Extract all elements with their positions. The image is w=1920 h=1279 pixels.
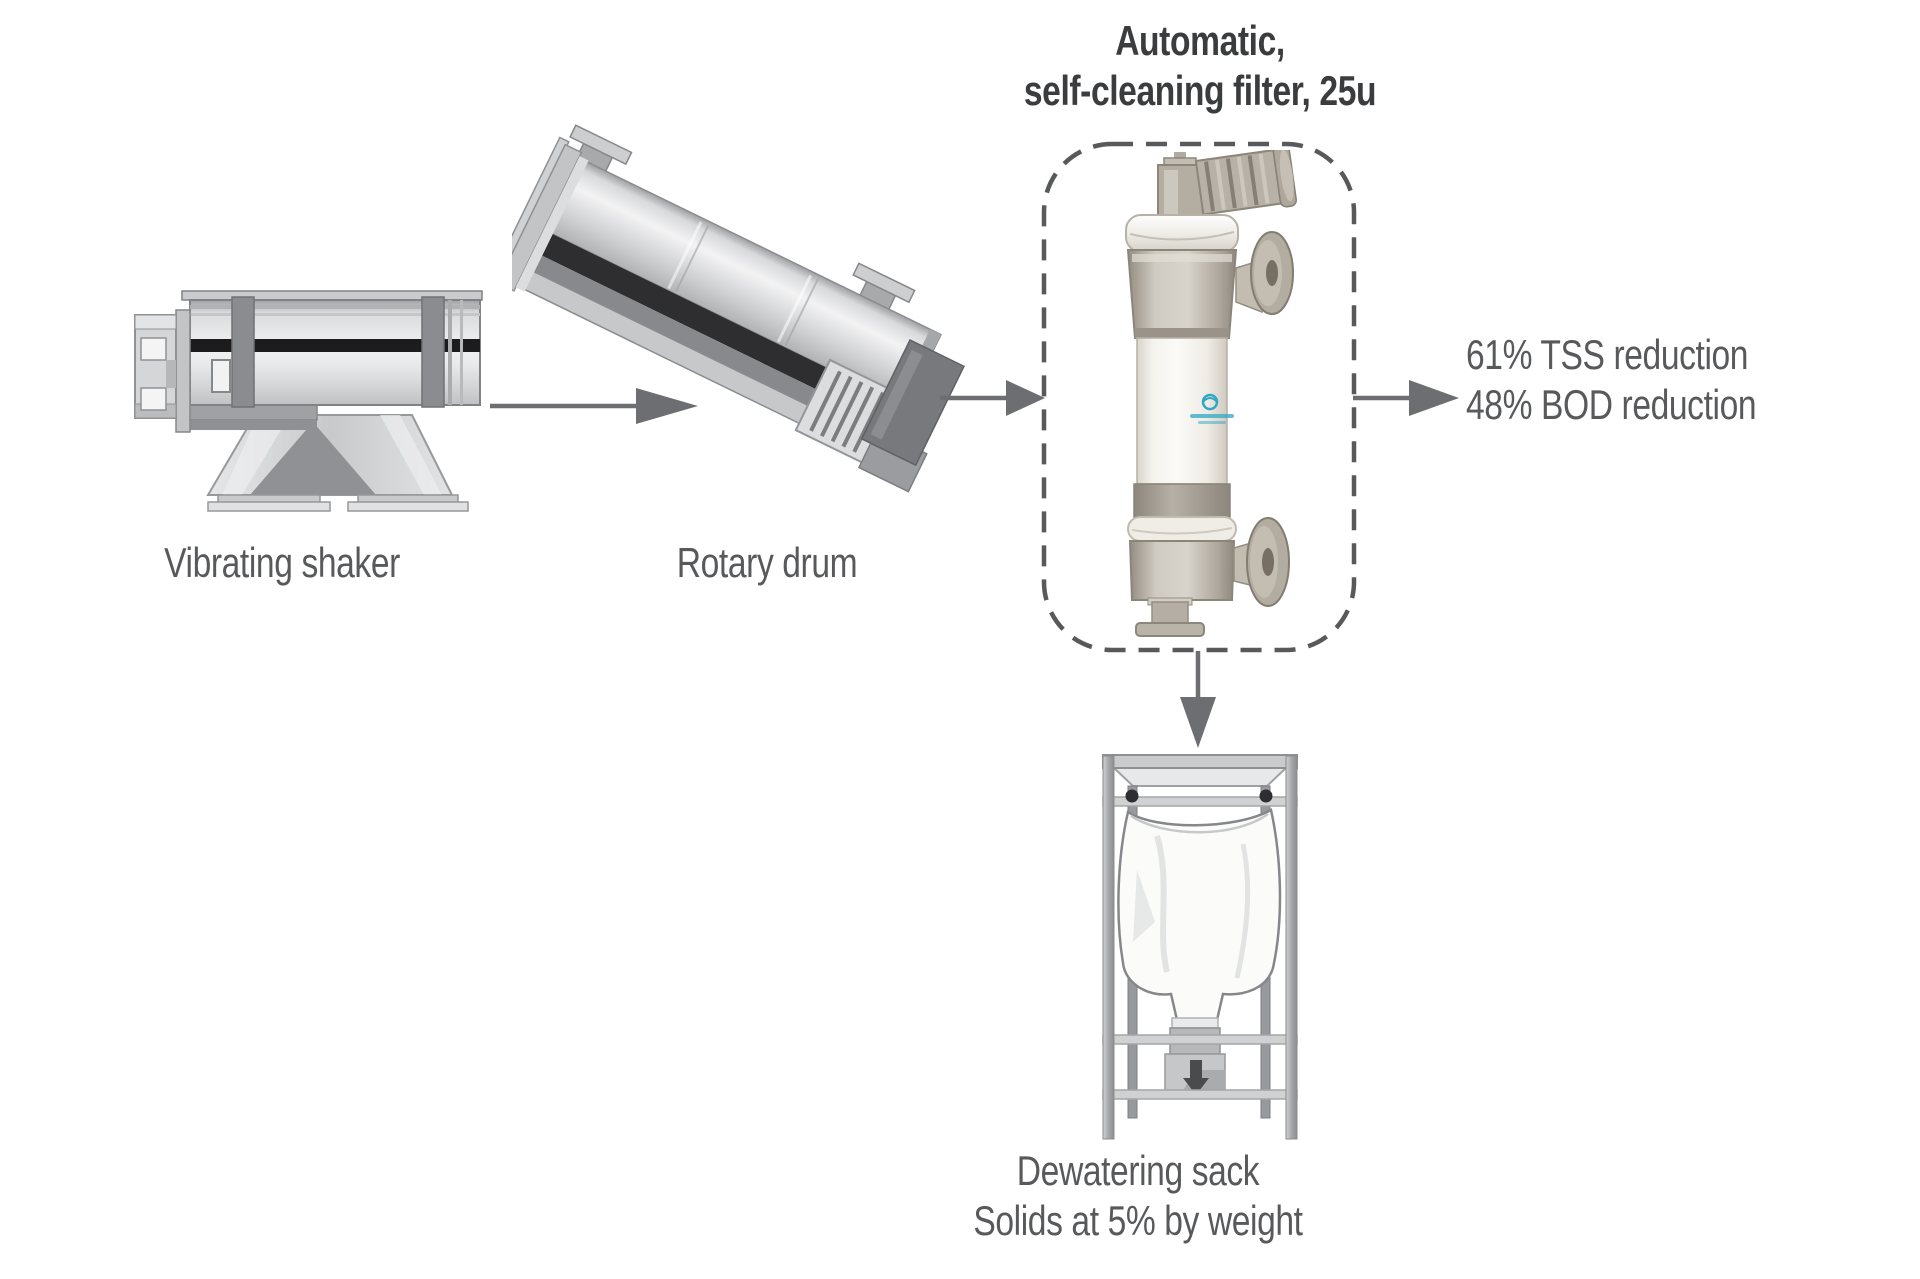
brand-logo	[1190, 393, 1234, 424]
arrow-filter-to-sack	[1180, 651, 1216, 748]
dewatering-sack-sublabel: Solids at 5% by weight	[973, 1197, 1303, 1244]
tss-reduction-value: 61% TSS reduction	[1466, 331, 1749, 378]
self-cleaning-filter-illustration	[1125, 150, 1298, 637]
vibrating-shaker-label: Vibrating shaker	[164, 539, 400, 586]
sack-hook-right	[1259, 789, 1273, 803]
drum-slot	[531, 228, 906, 429]
shaker-screen-band	[190, 339, 480, 352]
sack-mid-rail	[1102, 1034, 1298, 1045]
discharge-arrow-icon	[1183, 1060, 1209, 1095]
bod-reduction-value: 48% BOD reduction	[1466, 381, 1757, 428]
drum-bracket-right	[852, 262, 916, 304]
shaker-foot-left	[207, 501, 331, 512]
filter-foot-flange	[1135, 622, 1205, 637]
dewatering-sack-label: Dewatering sack	[1016, 1147, 1260, 1194]
filter-bottom-section	[1128, 540, 1236, 601]
filter-dashed-enclosure	[1041, 141, 1357, 653]
arrow-filter-to-results	[1353, 380, 1459, 416]
filter-title-line2: self-cleaning filter, 25u	[1023, 67, 1377, 114]
rotary-drum-illustration	[512, 124, 965, 493]
drum-discharge-housing	[857, 338, 965, 493]
sack-hook-left	[1125, 789, 1139, 803]
sack-funnel-collar	[1171, 1017, 1219, 1029]
shaker-flange-plate	[175, 309, 191, 433]
dewatering-sack-illustration	[1102, 754, 1298, 1140]
shaker-stand-shadow	[250, 422, 376, 495]
filter-title-line1: Automatic,	[1115, 17, 1285, 64]
filter-lower-ring	[1127, 516, 1237, 542]
arrow-shaker-to-drum	[490, 388, 698, 424]
vibrating-shaker-illustration	[134, 290, 483, 512]
rotary-drum-label: Rotary drum	[676, 539, 858, 586]
drum-end-cap	[512, 143, 583, 292]
shaker-foot-right	[347, 501, 469, 512]
sack-frame-top	[1111, 767, 1289, 787]
rotary-drum-cylinder	[512, 124, 943, 464]
filter-drain-pipe	[1151, 601, 1189, 626]
shaker-clamp-left	[231, 296, 255, 408]
filter-mid-band	[1133, 483, 1231, 518]
filter-vessel-body	[1136, 337, 1228, 485]
dewatering-sack-label-block: Dewatering sack Solids at 5% by weight	[973, 1146, 1303, 1246]
shaker-clamp-right	[421, 296, 445, 408]
reduction-results: 61% TSS reduction 48% BOD reduction	[1466, 330, 1757, 430]
filter-head	[1126, 249, 1238, 339]
sack-outer-post-left	[1102, 755, 1115, 1140]
filter-motor	[1194, 150, 1298, 216]
sack-outer-post-right	[1285, 755, 1298, 1140]
filter-collar-ring	[1125, 214, 1239, 253]
filter-title: Automatic, self-cleaning filter, 25u	[1023, 16, 1377, 116]
sack-bottom-rail	[1102, 1089, 1298, 1100]
drum-bracket-left	[569, 124, 633, 166]
arrow-drum-to-filter	[940, 380, 1045, 416]
